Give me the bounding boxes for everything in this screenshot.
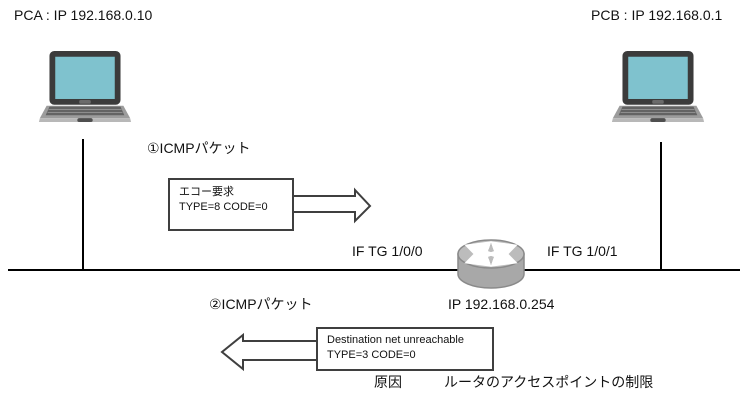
- cause-label: 原因: [374, 374, 402, 390]
- unreachable-title: Destination net unreachable: [327, 334, 464, 346]
- echo-request-title: エコー要求: [179, 186, 234, 198]
- echo-request-box: エコー要求 TYPE=8 CODE=0: [168, 178, 294, 231]
- echo-request-type: TYPE=8 CODE=0: [179, 201, 268, 213]
- packet2-label: ②ICMPパケット: [209, 296, 313, 312]
- router-interface-right-label: IF TG 1/0/1: [547, 243, 618, 259]
- packet1-label: ①ICMPパケット: [147, 140, 251, 156]
- laptop-icon: [611, 50, 705, 123]
- laptop-icon: [38, 50, 132, 123]
- router-icon: [457, 239, 525, 289]
- pca-label: PCA : IP 192.168.0.10: [14, 7, 153, 23]
- unreachable-type: TYPE=3 CODE=0: [327, 349, 416, 361]
- cause-text: ルータのアクセスポイントの制限: [444, 374, 654, 390]
- unreachable-reply-arrow: [220, 332, 321, 372]
- router-ip-label: IP 192.168.0.254: [448, 296, 555, 312]
- unreachable-box: Destination net unreachable TYPE=3 CODE=…: [316, 327, 494, 371]
- pcb-label: PCB : IP 192.168.0.1: [591, 7, 723, 23]
- router-interface-left-label: IF TG 1/0/0: [352, 243, 423, 259]
- echo-request-arrow: [290, 187, 372, 224]
- router-arrow-cross-2: [464, 241, 518, 267]
